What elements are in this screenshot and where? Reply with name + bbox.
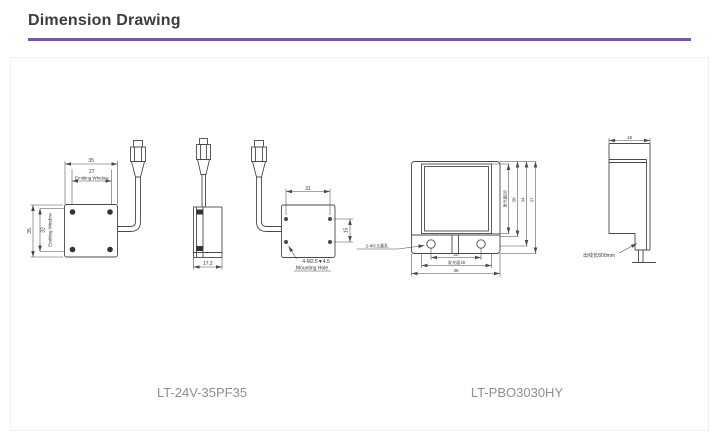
device-body-rear [281,204,336,258]
cable-connector [251,140,282,232]
extension-lines-bottom [411,248,501,277]
lt24v-rear-view: 31 15 4-M2.5▼4.5 Mounting Hole [251,140,353,272]
connector-tab [133,140,143,148]
device-outline [608,143,656,263]
label-emitting-window-left: Emitting Window [48,212,53,246]
screw-icon [107,209,113,215]
mounting-holes [284,217,332,244]
screw-mark [196,246,203,251]
page-title: Dimension Drawing [28,12,181,29]
connector-neck [251,161,267,178]
cable [256,177,282,232]
dim-label-right-4: 37 [530,197,535,203]
dim-label-right-1: 发光面28 [502,190,509,208]
dim-label-height-outer: 35 [27,228,33,234]
connector-tab [199,138,208,145]
content-frame [10,57,709,431]
cable [117,177,141,232]
device-body [64,204,118,258]
accent-divider [28,38,691,41]
lt24v-side-view: 17.2 [193,138,223,270]
extension-lines [30,161,118,258]
dim-label-width-outer: 35 [88,158,94,164]
connector-neck [130,161,146,178]
model-caption-lt24v: LT-24V-35PF35 [156,385,248,400]
dim-label-right-3: 34 [521,197,526,203]
note-through-holes: 2-Φ3.5通孔 [366,243,389,250]
mounting-hole [476,239,486,249]
dim-label-window-height: 32 [41,227,47,233]
model-caption-ltpbo: LT-PBO3030HY [470,385,564,400]
screw-icon [69,246,76,253]
connector-collar [196,144,211,160]
mounting-hole [284,240,288,244]
extension-lines [285,189,353,243]
mounting-hole [284,217,288,221]
screw-icon [107,246,113,253]
screw-mark [196,209,203,215]
emitting-window-outer [421,163,492,234]
cable-connector [117,140,146,232]
leader-line [397,244,425,250]
dim-label-width: 18 [627,135,633,140]
dim-label-bottom-2: 发光面28 [448,259,466,266]
mounting-hole [328,217,332,221]
dim-label-hole-rise: 15 [344,228,350,234]
side-screw-marks [196,209,203,251]
label-emitting-window-top: Emitting Window [75,176,109,181]
note-mounting-hole-spec: 4-M2.5▼4.5 [302,259,330,265]
cable-slot [451,235,459,254]
connector-neck [196,159,211,175]
connector-slots [134,147,142,162]
connector-slots [200,144,207,160]
dim-label-right-2: 30 [512,197,517,203]
note-cable-length: 出线长800mm [583,252,615,259]
ltpbo-side-view: 18 出线长800mm [583,135,656,263]
dim-label-depth: 17.2 [203,261,213,267]
connector-slots [255,147,263,162]
dim-label-hole-span: 31 [305,186,311,192]
corner-screws [69,209,113,253]
mounting-hole [426,239,436,249]
screw-icon [69,209,76,215]
connector-tab [254,140,264,148]
cable-connector [196,138,211,207]
ltpbo-front-view: 发光面28 30 34 37 20 发光面28 36 2-Φ3.5通孔 [356,161,538,277]
dim-label-window-width: 27 [89,169,95,175]
mounting-hole [328,240,332,244]
emitting-window-inner [424,166,489,232]
note-mounting-hole-label: Mounting Hole [296,266,328,272]
connector-collar [251,146,267,162]
dim-label-bottom-1: 20 [453,252,459,257]
lt24v-front-view: 35 27 Emitting Window 35 32 Emitting Win… [27,140,146,258]
cable [201,174,206,207]
dim-label-bottom-3: 36 [453,268,459,273]
device-body [411,161,501,254]
leader-line [288,245,297,260]
leader-line [618,243,638,254]
connector-collar [130,146,146,162]
